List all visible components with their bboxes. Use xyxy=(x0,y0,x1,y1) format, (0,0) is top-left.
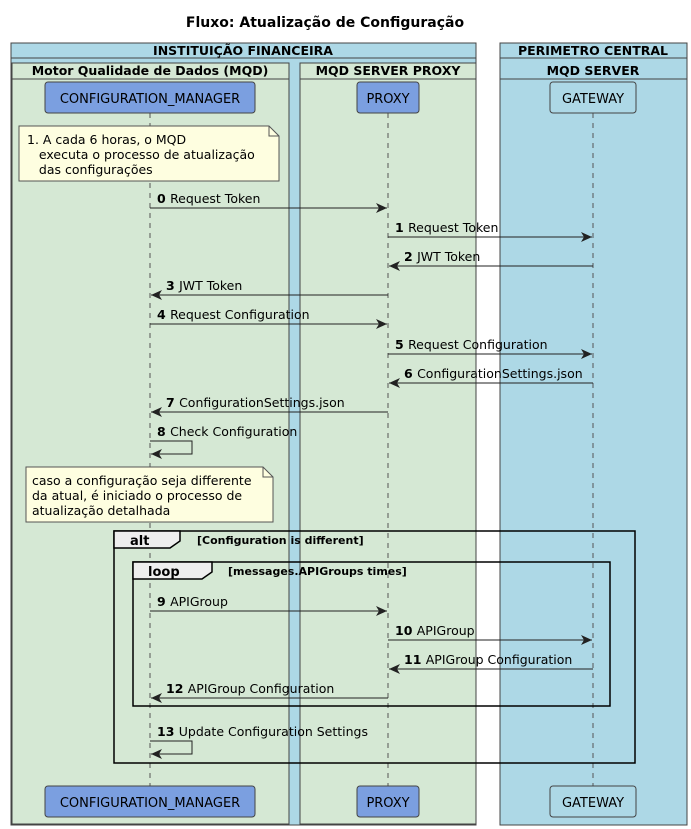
message-label: 9 APIGroup xyxy=(157,594,228,609)
message-12: 12 APIGroup Configuration xyxy=(151,681,388,703)
participant-proxy-bottom: PROXY xyxy=(356,785,420,818)
message-label: 12 APIGroup Configuration xyxy=(166,681,334,696)
message-label: 1 Request Token xyxy=(395,220,498,235)
message-text: Request Configuration xyxy=(170,307,310,322)
message-9: 9 APIGroup xyxy=(150,594,387,616)
message-number: 9 xyxy=(157,594,170,609)
participant-label: CONFIGURATION_MANAGER xyxy=(60,796,240,811)
message-6: 6 ConfigurationSettings.json xyxy=(389,366,593,388)
box-title-instituicao: INSTITUIÇÃO FINANCEIRA xyxy=(153,43,333,58)
message-number: 11 xyxy=(404,652,426,667)
message-3: 3 JWT Token xyxy=(151,278,388,300)
message-13: 13 Update Configuration Settings xyxy=(150,724,368,759)
box-title-mqd-server: MQD SERVER xyxy=(547,63,640,78)
participant-label: PROXY xyxy=(366,92,409,107)
frame-keyword: loop xyxy=(148,565,180,580)
frame-condition: [Configuration is different] xyxy=(197,534,364,547)
message-text: Request Token xyxy=(170,191,260,206)
message-text: Request Token xyxy=(408,220,498,235)
message-1: 1 Request Token xyxy=(388,220,592,242)
message-5: 5 Request Configuration xyxy=(388,337,592,359)
message-label: 13 Update Configuration Settings xyxy=(157,724,368,739)
message-number: 13 xyxy=(157,724,179,739)
message-number: 12 xyxy=(166,681,188,696)
message-label: 10 APIGroup xyxy=(395,623,475,638)
participant-configuration-manager-top: CONFIGURATION_MANAGER xyxy=(44,81,256,114)
message-text: APIGroup Configuration xyxy=(426,652,573,667)
message-number: 4 xyxy=(157,307,170,322)
message-text: JWT Token xyxy=(178,278,242,293)
message-label: 4 Request Configuration xyxy=(157,307,310,322)
box-title-mqd: Motor Qualidade de Dados (MQD) xyxy=(32,63,269,78)
message-number: 1 xyxy=(395,220,408,235)
frame-loop: loop [messages.APIGroups times] xyxy=(132,561,611,707)
message-number: 10 xyxy=(395,623,417,638)
message-arrow xyxy=(150,440,193,459)
note-line: da atual, é iniciado o processo de xyxy=(32,488,242,503)
message-2: 2 JWT Token xyxy=(389,249,593,271)
note-line: das configurações xyxy=(27,162,153,177)
participant-label: GATEWAY xyxy=(562,92,624,107)
message-number: 6 xyxy=(404,366,417,381)
message-text: ConfigurationSettings.json xyxy=(417,366,583,381)
note-line: executa o processo de atualização xyxy=(27,147,255,162)
message-label: 6 ConfigurationSettings.json xyxy=(404,366,583,381)
message-number: 7 xyxy=(166,395,179,410)
note-config-different: caso a configuração seja differente da a… xyxy=(25,466,274,523)
message-number: 2 xyxy=(404,249,417,264)
frame-alt: alt [Configuration is different] xyxy=(113,530,636,764)
participant-gateway-top: GATEWAY xyxy=(549,81,637,114)
message-number: 5 xyxy=(395,337,408,352)
participant-gateway-bottom: GATEWAY xyxy=(549,785,637,818)
message-10: 10 APIGroup xyxy=(388,623,592,645)
message-label: 11 APIGroup Configuration xyxy=(404,652,572,667)
message-arrow xyxy=(150,740,193,759)
frame-condition: [messages.APIGroups times] xyxy=(228,565,407,578)
message-label: 7 ConfigurationSettings.json xyxy=(166,395,345,410)
message-number: 0 xyxy=(157,191,170,206)
participant-label: GATEWAY xyxy=(562,796,624,811)
message-label: 0 Request Token xyxy=(157,191,260,206)
frame-keyword: alt xyxy=(130,534,149,549)
message-number: 8 xyxy=(157,424,170,439)
message-text: APIGroup xyxy=(170,594,228,609)
message-text: JWT Token xyxy=(416,249,480,264)
note-line: caso a configuração seja differente xyxy=(32,473,252,488)
participant-proxy-top: PROXY xyxy=(356,81,420,114)
message-label: 8 Check Configuration xyxy=(157,424,297,439)
box-title-mqd-proxy: MQD SERVER PROXY xyxy=(316,63,462,78)
message-text: APIGroup xyxy=(417,623,475,638)
message-11: 11 APIGroup Configuration xyxy=(389,652,593,674)
box-title-perimetro: PERIMETRO CENTRAL xyxy=(518,43,668,58)
message-8: 8 Check Configuration xyxy=(150,424,297,459)
participant-label: PROXY xyxy=(366,796,409,811)
message-7: 7 ConfigurationSettings.json xyxy=(151,395,388,417)
participant-label: CONFIGURATION_MANAGER xyxy=(60,92,240,107)
note-schedule: 1. A cada 6 horas, o MQD executa o proce… xyxy=(18,125,280,182)
message-label: 2 JWT Token xyxy=(404,249,480,264)
note-line: 1. A cada 6 horas, o MQD xyxy=(27,132,186,147)
message-text: Request Configuration xyxy=(408,337,548,352)
message-text: Check Configuration xyxy=(170,424,297,439)
message-4: 4 Request Configuration xyxy=(150,307,387,329)
note-line: atualização detalhada xyxy=(32,503,170,518)
message-text: Update Configuration Settings xyxy=(179,724,368,739)
box-mqd-server: MQD SERVER xyxy=(500,63,687,80)
message-number: 3 xyxy=(166,278,179,293)
message-label: 3 JWT Token xyxy=(166,278,242,293)
participant-configuration-manager-bottom: CONFIGURATION_MANAGER xyxy=(44,785,256,818)
message-text: APIGroup Configuration xyxy=(188,681,335,696)
diagram-title: Fluxo: Atualização de Configuração xyxy=(186,15,465,31)
message-0: 0 Request Token xyxy=(150,191,387,213)
message-text: ConfigurationSettings.json xyxy=(179,395,345,410)
message-label: 5 Request Configuration xyxy=(395,337,548,352)
